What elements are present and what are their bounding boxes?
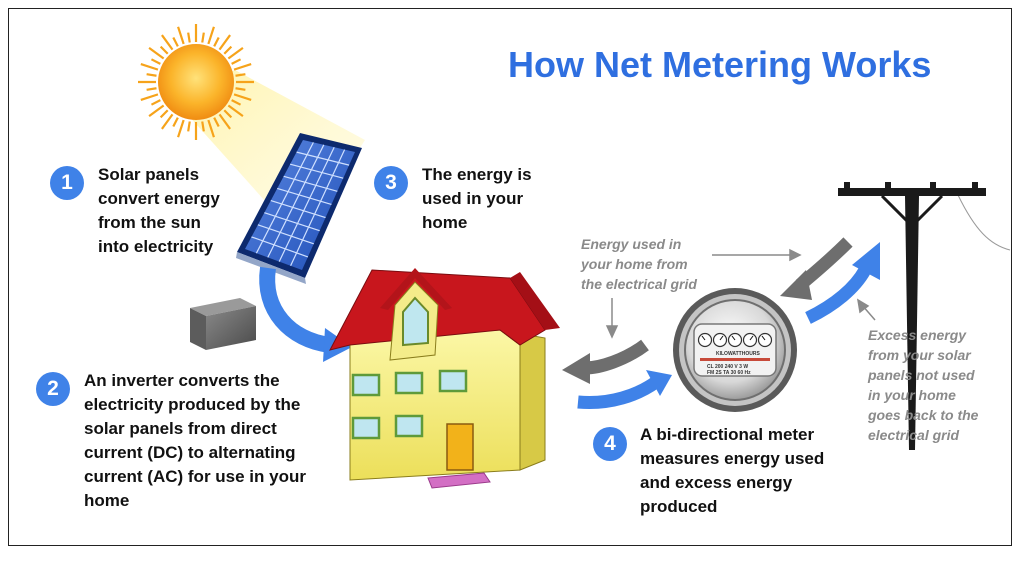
sun-icon <box>138 24 254 140</box>
note-pointers <box>605 248 876 339</box>
grid-energy-note: Energy used in your home from the electr… <box>581 236 697 292</box>
meter-label: KILOWATTHOURS <box>716 351 760 357</box>
house-icon <box>329 268 560 489</box>
step-3-text: The energy is used in your home <box>422 165 532 232</box>
home-to-meter-arrow <box>577 370 672 410</box>
page-title: How Net Metering Works <box>508 44 932 85</box>
grid-to-meter-arrow <box>780 237 853 300</box>
utility-pole-icon <box>838 182 1011 450</box>
meter-to-grid-arrow <box>805 242 880 324</box>
step-4-badge: 4 <box>593 427 627 461</box>
step-3-badge: 3 <box>374 166 408 200</box>
electric-meter-icon <box>673 288 797 412</box>
meter-spec-line-2: FM 2S TA 30 60 Hz <box>707 370 751 376</box>
step-4-text: A bi-directional meter measures energy u… <box>640 425 825 516</box>
step-1-badge: 1 <box>50 166 84 200</box>
step-2-badge: 2 <box>36 372 70 406</box>
meter-spec-line-1: CL 200 240 V 3 W <box>707 364 749 370</box>
inverter-box-icon <box>190 298 256 350</box>
solar-panel-icon <box>236 133 362 284</box>
step-2-text: An inverter converts the electricity pro… <box>84 371 306 510</box>
excess-energy-note: Excess energy from your solar panels not… <box>868 327 979 443</box>
meter-to-home-arrow <box>562 339 649 384</box>
step-1-text: Solar panels convert energy from the sun… <box>98 165 220 256</box>
